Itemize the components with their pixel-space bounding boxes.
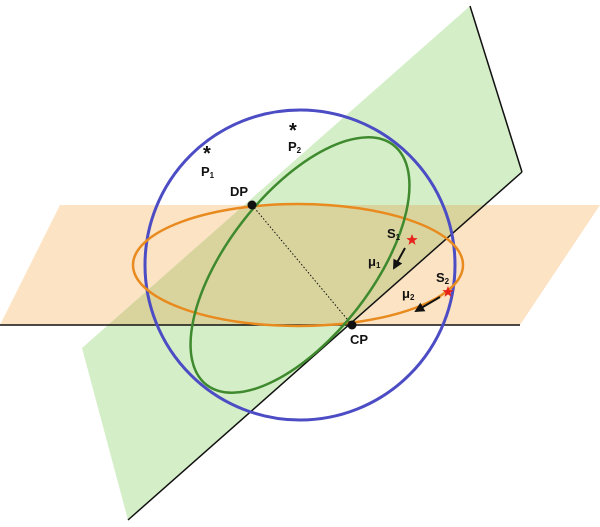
motion-2-arrow-icon <box>414 296 441 313</box>
descending-node-label: DP <box>230 184 248 199</box>
star-2-label: S2 <box>436 270 450 286</box>
equator-orbit <box>131 202 465 328</box>
motion-2-label: μ2 <box>402 286 415 302</box>
pole-2-marker: * <box>289 120 297 142</box>
star-1-icon <box>406 234 418 245</box>
star-1-label: S1 <box>387 226 401 242</box>
ascending-node-label: CP <box>350 332 368 347</box>
inclined-orbit <box>189 136 411 394</box>
ascending-node-point <box>347 320 357 330</box>
motion-1-arrow-icon <box>393 247 406 270</box>
pole-1-marker: * <box>203 143 211 165</box>
line-of-nodes <box>251 204 353 326</box>
inclined-plane-upper-edge <box>469 5 523 173</box>
pole-1-label: P1 <box>201 164 215 180</box>
motion-1-label: μ1 <box>368 254 381 270</box>
pole-2-label: P2 <box>288 139 302 155</box>
celestial-sphere <box>143 108 457 422</box>
star-2-icon <box>442 286 454 297</box>
descending-node-point <box>247 200 257 210</box>
